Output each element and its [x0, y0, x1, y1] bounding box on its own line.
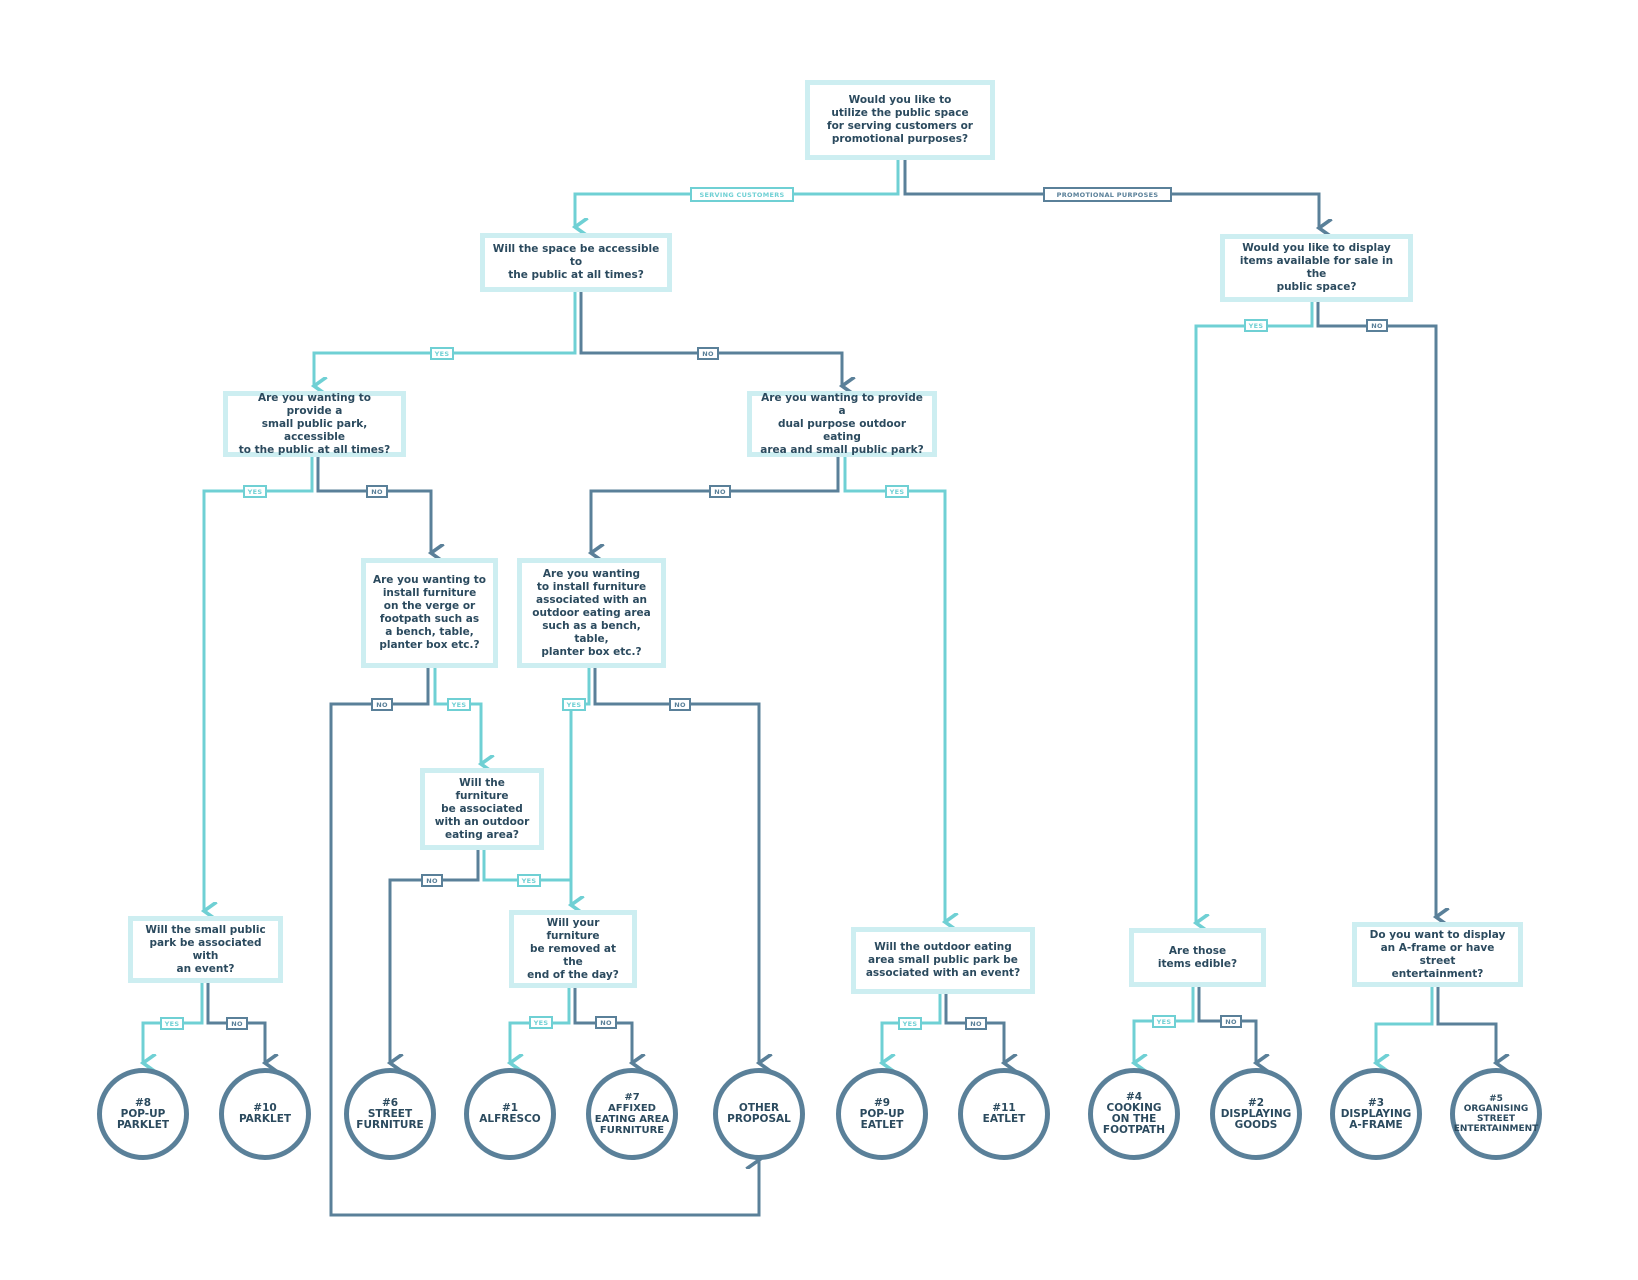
connector-q3-yes — [1196, 302, 1314, 923]
tag-no: NO — [669, 698, 691, 711]
connector-q5-yes — [843, 457, 945, 922]
tag-no: NO — [421, 874, 443, 887]
tag-yes: YES — [1152, 1015, 1176, 1028]
tag-yes: YES — [243, 485, 267, 498]
tag-yes: YES — [885, 485, 909, 498]
question-box-items-edible: Are those items edible? — [1129, 928, 1266, 987]
tag-yes: YES — [447, 698, 471, 711]
outcome-street-furniture: #6 STREET FURNITURE — [344, 1068, 436, 1160]
tag-no: NO — [371, 698, 393, 711]
outcome-pop-up-eatlet: #9 POP-UP EATLET — [836, 1068, 928, 1160]
tag-yes: YES — [430, 347, 454, 360]
outcome-parklet: #10 PARKLET — [219, 1068, 311, 1160]
question-box-furniture-eating-area: Will the furniture be associated with an… — [420, 768, 544, 850]
question-box-display-items: Would you like to display items availabl… — [1220, 234, 1413, 302]
question-box-eating-park-event: Will the outdoor eating area small publi… — [851, 927, 1035, 994]
tag-no: NO — [226, 1017, 248, 1030]
connector-q5-no — [591, 457, 840, 553]
outcome-organising-street-entertainment: #5 ORGANISING STREET ENTERTAINMENT — [1450, 1068, 1542, 1160]
connector-q13-a — [1376, 987, 1434, 1063]
tag-no: NO — [709, 485, 731, 498]
tag-no: NO — [697, 347, 719, 360]
connector-q4-yes — [204, 457, 314, 911]
tag-promotional-purposes: PROMOTIONAL PURPOSES — [1043, 187, 1172, 202]
question-box-accessible: Will the space be accessible to the publ… — [480, 233, 672, 292]
question-box-park-event: Will the small public park be associated… — [128, 916, 283, 983]
outcome-pop-up-parklet: #8 POP-UP PARKLET — [97, 1068, 189, 1160]
question-box-dual-purpose: Are you wanting to provide a dual purpos… — [747, 391, 937, 457]
question-box-aframe-entertainment: Do you want to display an A-frame or hav… — [1352, 922, 1523, 987]
outcome-alfresco: #1 ALFRESCO — [464, 1068, 556, 1160]
tag-yes: YES — [1244, 319, 1268, 332]
outcome-affixed-eating-area-furniture: #7 AFFIXED EATING AREA FURNITURE — [586, 1068, 678, 1160]
question-box-small-park: Are you wanting to provide a small publi… — [223, 391, 406, 457]
tag-yes: YES — [517, 874, 541, 887]
outcome-cooking-on-footpath: #4 COOKING ON THE FOOTPATH — [1088, 1068, 1180, 1160]
connector-q6-yes — [433, 668, 481, 764]
tag-no: NO — [1220, 1015, 1242, 1028]
outcome-displaying-goods: #2 DISPLAYING GOODS — [1210, 1068, 1302, 1160]
connector-q3-no — [1316, 302, 1436, 917]
tag-yes: YES — [562, 698, 586, 711]
question-box-eating-furniture: Are you wanting to install furniture ass… — [517, 558, 666, 668]
tag-yes: YES — [529, 1016, 553, 1029]
tag-no: NO — [595, 1016, 617, 1029]
tag-no: NO — [965, 1017, 987, 1030]
outcome-displaying-a-frame: #3 DISPLAYING A-FRAME — [1330, 1068, 1422, 1160]
tag-no: NO — [1366, 319, 1388, 332]
connector-q13-b — [1436, 987, 1496, 1063]
tag-yes: YES — [898, 1017, 922, 1030]
connector-q2-yes — [314, 292, 577, 386]
question-box-service-or-promo: Would you like to utilize the public spa… — [805, 80, 995, 160]
outcome-eatlet: #11 EATLET — [958, 1068, 1050, 1160]
outcome-other-proposal: OTHER PROPOSAL — [713, 1068, 805, 1160]
connector-q8-yes — [482, 850, 571, 882]
tag-no: NO — [366, 485, 388, 498]
question-box-verge-furniture: Are you wanting to install furniture on … — [361, 558, 498, 668]
connector-q4-no — [316, 457, 431, 553]
connector-q6-no — [329, 668, 759, 1217]
tag-yes: YES — [160, 1017, 184, 1030]
connector-q7-no — [593, 668, 759, 1063]
connector-q2-no — [579, 292, 842, 386]
question-box-furniture-removed: Will your furniture be removed at the en… — [509, 910, 637, 988]
tag-serving-customers: SERVING CUSTOMERS — [690, 187, 794, 202]
